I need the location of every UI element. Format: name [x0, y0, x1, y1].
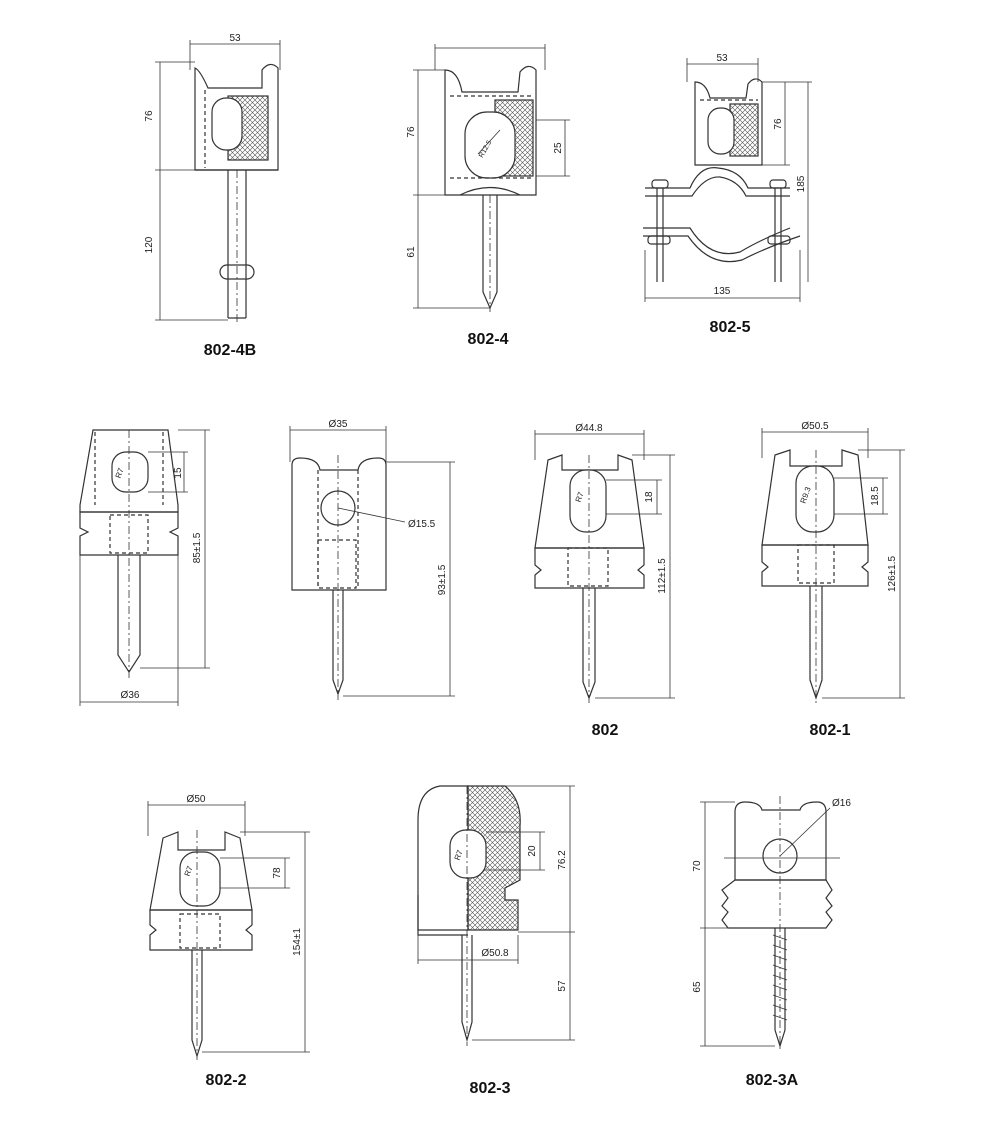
- dim-802-7-diameter: Ø35: [329, 419, 348, 430]
- drawing-802-7: [289, 426, 455, 700]
- dim-802-4b-head-height: 76: [144, 110, 155, 122]
- drawing-802-6: [79, 429, 210, 706]
- dim-802-3a-screw-length: 65: [692, 981, 703, 993]
- dim-802-4b-pin-length: 120: [144, 236, 155, 253]
- dim-802-6-height: 85±1.5: [192, 532, 203, 563]
- dim-802-diameter: Ø44.8: [575, 423, 603, 434]
- drawing-802-4: [413, 44, 570, 312]
- drawing-802-4b: [155, 40, 281, 325]
- dim-802-6-slot: 15: [173, 467, 184, 479]
- dim-802-6-radius: R7: [114, 466, 126, 479]
- dim-802-2-radius: R7: [183, 864, 195, 877]
- dim-802-1-diameter: Ø50.5: [801, 421, 829, 432]
- drawing-802-3a: [700, 796, 840, 1052]
- dim-802-3-radius: R7: [453, 848, 465, 861]
- dim-802-4b-width: 53: [229, 33, 241, 44]
- dim-802-4-head-height: 76: [406, 126, 417, 138]
- dim-802-5-width: 53: [716, 53, 728, 64]
- caption-802-2: 802-2: [205, 1072, 247, 1089]
- dim-802-4-slot: 25: [553, 142, 564, 154]
- caption-802-3a: 802-3A: [745, 1072, 799, 1089]
- dim-802-4-pin-length: 61: [406, 246, 417, 258]
- drawing-802-3: [417, 785, 575, 1046]
- caption-802-4: 802-4: [467, 331, 509, 348]
- dim-802-3-diameter: Ø50.8: [481, 948, 509, 959]
- dim-802-1-height: 126±1.5: [887, 556, 898, 593]
- dim-802-5-head-height: 76: [773, 118, 784, 130]
- dim-802-1-slot: 18.5: [870, 486, 881, 506]
- drawing-802: [534, 430, 675, 704]
- dim-802-5-total-height: 185: [796, 175, 807, 192]
- caption-802: 802: [591, 722, 619, 739]
- dim-802-2-slot: 78: [272, 867, 283, 879]
- dim-802-height: 112±1.5: [657, 558, 668, 594]
- dim-802-2-height: 154±1: [292, 928, 303, 956]
- caption-802-1: 802-1: [809, 722, 851, 739]
- dim-802-7-hole: Ø15.5: [408, 519, 436, 530]
- dim-802-6-diameter: Ø36: [121, 690, 140, 701]
- drawing-802-2: [147, 801, 310, 1060]
- dim-802-7-height: 93±1.5: [437, 564, 448, 595]
- dim-802-3-head-height: 76.2: [557, 850, 568, 870]
- drawing-802-5: [643, 58, 812, 302]
- dim-802-3-slot: 20: [527, 845, 538, 857]
- drawing-802-1: [761, 428, 905, 704]
- dim-802-2-diameter: Ø50: [187, 794, 206, 805]
- dim-802-3-pin-length: 57: [557, 980, 568, 992]
- dim-802-3a-hole: Ø16: [832, 798, 851, 809]
- caption-802-4b: 802-4B: [203, 342, 257, 359]
- dim-802-3a-head-height: 70: [692, 860, 703, 872]
- dim-802-5-clamp-width: 135: [714, 286, 731, 297]
- caption-802-5: 802-5: [709, 319, 751, 336]
- dim-802-slot: 18: [644, 491, 655, 503]
- caption-802-3: 802-3: [469, 1080, 511, 1097]
- dim-802-radius: R7: [574, 490, 586, 503]
